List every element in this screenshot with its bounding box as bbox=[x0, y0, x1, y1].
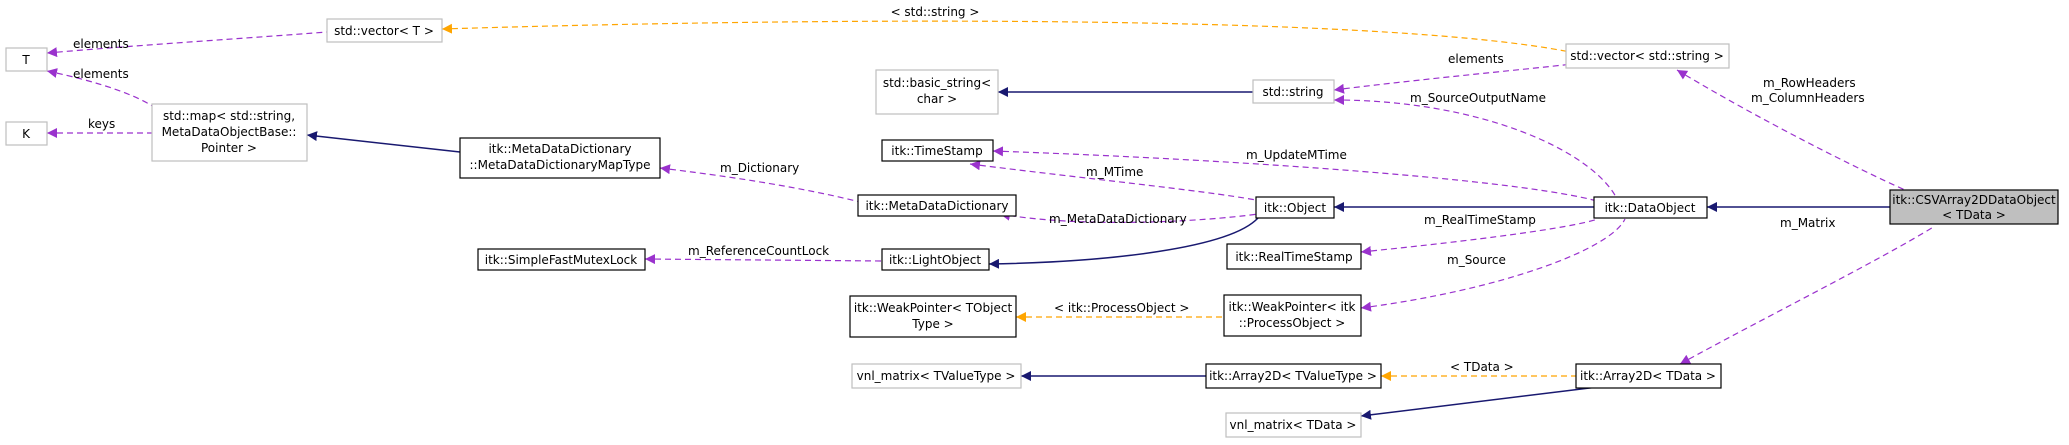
edge-stdstring-to-dataobject bbox=[1333, 95, 1617, 198]
edge-vnltdata-to-array2dtdata bbox=[1360, 385, 1607, 420]
node-object[interactable]: itk::Object bbox=[1255, 196, 1335, 219]
label-m-mtime: m_MTime bbox=[1086, 165, 1143, 179]
node-label: itk::WeakPointer< TObject bbox=[854, 301, 1013, 315]
node-label: itk::Array2D< TData > bbox=[1580, 369, 1716, 383]
node-label: itk::LightObject bbox=[889, 253, 981, 267]
node-label: itk::MetaDataDictionary bbox=[865, 199, 1008, 213]
node-label: itk::CSVArray2DDataObject bbox=[1892, 193, 2056, 207]
label-m-real-time-stamp: m_RealTimeStamp bbox=[1424, 213, 1536, 227]
label-elements-vector-string: elements bbox=[1448, 52, 1504, 66]
label-m-row-headers: m_RowHeaders bbox=[1763, 76, 1856, 90]
node-label: ::MetaDataDictionaryMapType bbox=[470, 158, 651, 172]
edge-realtimestamp-to-dataobject bbox=[1360, 218, 1599, 256]
node-weak-pointer-process-object[interactable]: itk::WeakPointer< itk ::ProcessObject > bbox=[1223, 294, 1362, 337]
node-label: itk::Object bbox=[1264, 201, 1326, 215]
node-label: vnl_matrix< TData > bbox=[1230, 418, 1357, 432]
node-std-vector-t[interactable]: std::vector< T > bbox=[326, 18, 443, 43]
edge-lightobject-to-object bbox=[988, 217, 1259, 269]
node-label: itk::TimeStamp bbox=[891, 144, 982, 158]
node-light-object[interactable]: itk::LightObject bbox=[881, 248, 990, 271]
node-std-map[interactable]: std::map< std::string, MetaDataObjectBas… bbox=[151, 103, 308, 162]
node-label: itk::Array2D< TValueType > bbox=[1209, 369, 1377, 383]
label-m-source: m_Source bbox=[1447, 253, 1506, 267]
node-label: K bbox=[22, 127, 31, 141]
edge-metadict-to-object bbox=[999, 210, 1259, 223]
node-label: vnl_matrix< TValueType > bbox=[857, 369, 1016, 383]
node-label: T bbox=[21, 53, 30, 67]
label-m-reference-count-lock: m_ReferenceCountLock bbox=[688, 244, 829, 258]
node-time-stamp[interactable]: itk::TimeStamp bbox=[881, 139, 994, 162]
node-t[interactable]: T bbox=[5, 47, 48, 72]
node-real-time-stamp[interactable]: itk::RealTimeStamp bbox=[1226, 243, 1362, 270]
edge-stdstring-to-vectorstring bbox=[1333, 63, 1573, 94]
label-elements-map-t: elements bbox=[73, 67, 129, 81]
node-label: MetaDataObjectBase:: bbox=[162, 125, 297, 139]
node-std-string[interactable]: std::string bbox=[1252, 79, 1335, 104]
edge-mutex-to-lightobject bbox=[644, 254, 883, 265]
edge-labels: < std::string > elements elements keys e… bbox=[73, 5, 1865, 374]
node-simple-fast-mutex-lock[interactable]: itk::SimpleFastMutexLock bbox=[477, 248, 646, 271]
node-label: itk::WeakPointer< itk bbox=[1229, 300, 1356, 314]
node-csv-array2d-data-object[interactable]: itk::CSVArray2DDataObject < TData > bbox=[1889, 189, 2059, 225]
label-m-dictionary: m_Dictionary bbox=[720, 161, 799, 175]
node-label: std::basic_string< bbox=[883, 76, 991, 90]
edge-map-to-maptype bbox=[306, 131, 461, 153]
node-label: Type > bbox=[911, 317, 953, 331]
node-label: std::vector< std::string > bbox=[1570, 49, 1724, 63]
node-label: char > bbox=[917, 92, 957, 106]
edge-vectort-to-vectorstring bbox=[441, 20, 1571, 53]
node-array2d-tvaluetype[interactable]: itk::Array2D< TValueType > bbox=[1205, 363, 1382, 389]
node-k[interactable]: K bbox=[5, 121, 48, 146]
node-weak-pointer-tobject[interactable]: itk::WeakPointer< TObject Type > bbox=[849, 295, 1017, 338]
edge-array2dtdata-to-csv bbox=[1679, 225, 1936, 365]
node-label: std::vector< T > bbox=[334, 24, 434, 38]
edge-weakptr-to-dataobject bbox=[1360, 218, 1626, 312]
label-m-matrix: m_Matrix bbox=[1780, 216, 1835, 230]
node-std-basic-string[interactable]: std::basic_string< char > bbox=[875, 69, 999, 115]
node-array2d-tdata[interactable]: itk::Array2D< TData > bbox=[1575, 363, 1722, 389]
node-label: itk::DataObject bbox=[1605, 201, 1696, 215]
node-label: itk::MetaDataDictionary bbox=[488, 142, 631, 156]
node-label: < TData > bbox=[1942, 208, 2006, 222]
node-vnl-matrix-tdata[interactable]: vnl_matrix< TData > bbox=[1225, 412, 1362, 438]
edges bbox=[46, 20, 1936, 420]
label-keys: keys bbox=[88, 117, 115, 131]
node-label: ::ProcessObject > bbox=[1239, 316, 1346, 330]
label-m-meta-data-dictionary: m_MetaDataDictionary bbox=[1049, 212, 1187, 226]
node-label: itk::RealTimeStamp bbox=[1235, 250, 1352, 264]
edge-vectorstring-to-csv bbox=[1676, 69, 1906, 191]
label-elements-vector-t: elements bbox=[73, 37, 129, 51]
label-tdata-template: < TData > bbox=[1450, 360, 1514, 374]
label-std-string-template: < std::string > bbox=[891, 5, 980, 19]
node-label: std::map< std::string, bbox=[163, 109, 295, 123]
label-m-column-headers: m_ColumnHeaders bbox=[1751, 91, 1865, 105]
node-meta-data-dictionary[interactable]: itk::MetaDataDictionary bbox=[857, 194, 1017, 217]
label-m-source-output-name: m_SourceOutputName bbox=[1410, 91, 1546, 105]
edge-timestamp-to-dataobject bbox=[992, 146, 1598, 202]
node-meta-data-dictionary-map-type[interactable]: itk::MetaDataDictionary ::MetaDataDictio… bbox=[459, 137, 661, 179]
node-label: Pointer > bbox=[201, 141, 257, 155]
label-m-update-mtime: m_UpdateMTime bbox=[1246, 148, 1347, 162]
node-vnl-matrix-tvaluetype[interactable]: vnl_matrix< TValueType > bbox=[851, 363, 1022, 389]
edge-timestamp-to-object bbox=[969, 160, 1257, 201]
node-label: itk::SimpleFastMutexLock bbox=[485, 253, 638, 267]
node-std-vector-std-string[interactable]: std::vector< std::string > bbox=[1565, 43, 1730, 69]
nodes: itk::CSVArray2DDataObject < TData > itk:… bbox=[5, 18, 2059, 438]
node-data-object[interactable]: itk::DataObject bbox=[1593, 196, 1708, 219]
node-label: std::string bbox=[1262, 85, 1323, 99]
edge-maptype-to-metadict bbox=[659, 164, 861, 203]
label-process-object-template: < itk::ProcessObject > bbox=[1054, 301, 1189, 315]
